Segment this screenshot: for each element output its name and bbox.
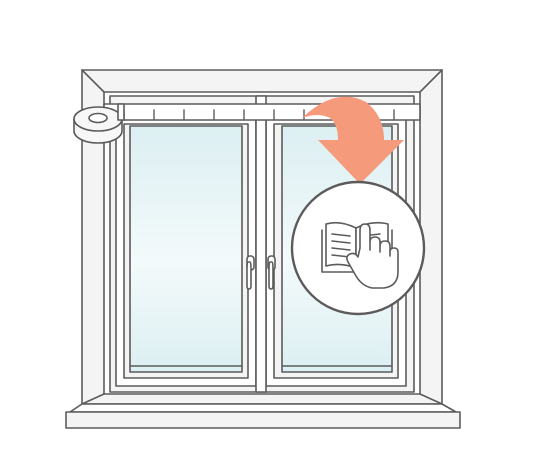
bevel-bl bbox=[81, 393, 105, 405]
hand-shape bbox=[346, 223, 399, 289]
window-handle-icon bbox=[246, 255, 276, 290]
book-line-1 bbox=[331, 233, 351, 237]
pointing-hand-icon bbox=[346, 223, 399, 289]
tape-exit bbox=[117, 103, 125, 121]
curved-arrow-icon bbox=[302, 96, 404, 184]
bevel-tl bbox=[81, 69, 105, 93]
sill-top bbox=[69, 403, 457, 413]
window-sill bbox=[65, 403, 461, 429]
left-sash bbox=[115, 117, 257, 387]
tape-measure-icon bbox=[73, 103, 125, 144]
handle-right-lever bbox=[268, 261, 274, 290]
center-mullion bbox=[255, 95, 267, 393]
left-glass bbox=[129, 125, 243, 373]
book-line-2 bbox=[331, 240, 351, 244]
handle-left-lever bbox=[246, 261, 252, 290]
bevel-br bbox=[419, 393, 443, 405]
book-line-3 bbox=[331, 247, 351, 251]
sill-front bbox=[65, 411, 461, 429]
tape-hub bbox=[88, 112, 108, 124]
bevel-tr bbox=[419, 69, 443, 93]
